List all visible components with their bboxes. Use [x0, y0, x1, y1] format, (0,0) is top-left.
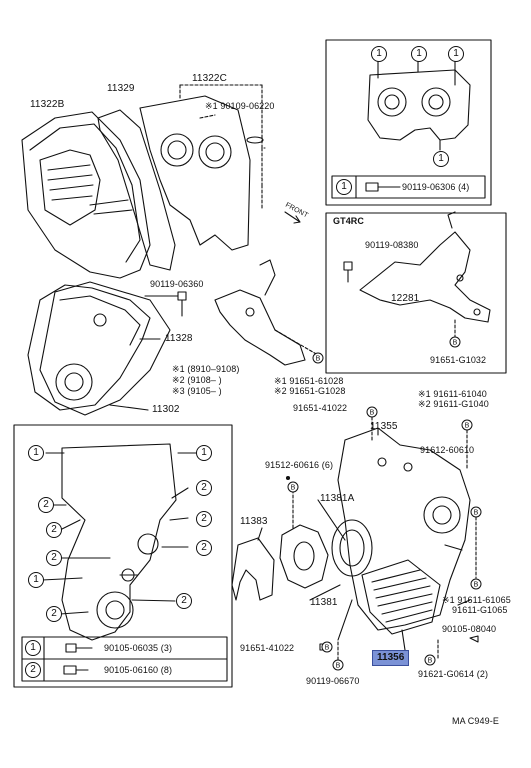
label-91651-G1028: ※2 91651-G1028	[274, 386, 346, 396]
label-91651-61028: ※1 91651-61028	[274, 376, 344, 386]
label-11383: 11383	[240, 516, 268, 527]
marker-b	[424, 654, 436, 666]
callout-1: 1	[433, 151, 449, 167]
legend-part-90105-06160: 90105-06160 (8)	[104, 665, 173, 675]
marker-b-text: B	[291, 485, 296, 492]
callout-2: 2	[46, 606, 62, 622]
label-91512-60616: 91512-60616 (6)	[265, 460, 334, 470]
legend-key-1: 1	[25, 640, 41, 656]
legend-key-2: 2	[25, 662, 41, 678]
marker-b	[470, 506, 482, 518]
callout-1: 1	[28, 572, 44, 588]
cover-plate-11322C	[139, 95, 264, 251]
marker-b-text: B	[465, 423, 470, 430]
label-90119-08380: 90119-08380	[365, 240, 419, 250]
gt4rc-title: GT4RC	[333, 216, 365, 226]
upper-timing-cover-11322B	[21, 111, 151, 279]
marker-b-text: B	[474, 582, 479, 589]
label-91611-61065: ※1 91611-61065	[442, 595, 511, 605]
marker-b-text: B	[316, 356, 321, 363]
label-91611-G1040: ※2 91611-G1040	[418, 399, 489, 409]
callout-2: 2	[46, 522, 62, 538]
marker-b	[321, 641, 333, 653]
bracket-12281	[359, 211, 491, 323]
marker-b-text: B	[474, 510, 479, 517]
seal-11381A	[331, 519, 373, 577]
block-outline-top-right	[367, 61, 471, 151]
grille-11356	[361, 559, 441, 635]
front-arrow	[284, 211, 301, 224]
gasket-11329	[97, 109, 176, 271]
marker-b	[312, 352, 324, 364]
callout-2: 2	[196, 540, 212, 556]
marker-b-text: B	[428, 658, 433, 665]
serial-range-1: ※1 (8910–9108)	[172, 364, 240, 374]
label-91651-G1032: 91651-G1032	[430, 355, 487, 365]
label-91621-G0614: 91621-G0614 (2)	[418, 669, 489, 679]
bolt-90119-06360	[177, 291, 187, 317]
label-91651-41022-bottom: 91651-41022	[240, 643, 295, 653]
highlighted-part-11356[interactable]: 11356	[372, 650, 410, 666]
label-90105-08040: 90105-08040	[442, 624, 497, 634]
callout-1: 1	[448, 46, 464, 62]
legend-part-90105-06035: 90105-06035 (3)	[104, 643, 173, 653]
top-right-box	[325, 39, 492, 206]
callout-2: 2	[46, 550, 62, 566]
gasket-11381	[279, 524, 329, 589]
callout-2: 2	[196, 511, 212, 527]
callout-2: 2	[196, 480, 212, 496]
callout-2: 2	[176, 593, 192, 609]
label-90119-06670: 90119-06670	[306, 676, 360, 686]
label-11322B: 11322B	[30, 99, 65, 110]
label-91612-60610: 91612-60610	[420, 445, 475, 455]
back-plate-11355	[337, 427, 471, 631]
lower-cover-11328	[27, 284, 151, 411]
marker-b	[366, 406, 378, 418]
callout-1: 1	[28, 445, 44, 461]
marker-b	[470, 578, 482, 590]
marker-b-text: B	[325, 645, 330, 652]
marker-b	[449, 336, 461, 348]
label-90109-06220: ※1 90109-06220	[205, 101, 275, 111]
assembly-outline-bottom-left	[41, 443, 197, 641]
callout-1: 1	[196, 445, 212, 461]
label-91651-41022-top: 91651-41022	[293, 403, 348, 413]
label-11381A: 11381A	[320, 493, 355, 504]
marker-b-text: B	[453, 340, 458, 347]
label-12281: 12281	[391, 293, 420, 304]
serial-range-3: ※3 (9105– )	[172, 386, 222, 396]
gt4rc-box	[325, 212, 507, 374]
bracket-middle	[214, 259, 306, 366]
callout-2: 2	[38, 497, 54, 513]
legend-key-1: 1	[336, 179, 352, 195]
label-11381: 11381	[310, 597, 338, 608]
plate-11383	[231, 537, 275, 601]
marker-b	[287, 481, 299, 493]
label-11329: 11329	[107, 83, 135, 94]
label-91611-61040: ※1 91611-61040	[418, 389, 487, 399]
label-11328: 11328	[165, 333, 193, 344]
marker-b-text: B	[370, 410, 375, 417]
label-90119-06360: 90119-06360	[150, 279, 204, 289]
label-11302: 11302	[152, 404, 180, 415]
marker-b	[461, 419, 473, 431]
bottom-left-box	[13, 424, 233, 688]
serial-range-2: ※2 (9108– )	[172, 375, 222, 385]
gasket-11302	[39, 281, 171, 416]
label-91611-G1065: 91611-G1065	[452, 605, 508, 615]
callout-1: 1	[371, 46, 387, 62]
marker-b	[332, 659, 344, 671]
marker-b-text: B	[336, 663, 341, 670]
legend-part-90119-06306: 90119-06306 (4)	[402, 182, 470, 192]
callout-1: 1	[411, 46, 427, 62]
figure-code: MA C949-E	[452, 716, 499, 726]
label-11355: 11355	[370, 421, 398, 432]
label-11322C: 11322C	[192, 73, 227, 84]
